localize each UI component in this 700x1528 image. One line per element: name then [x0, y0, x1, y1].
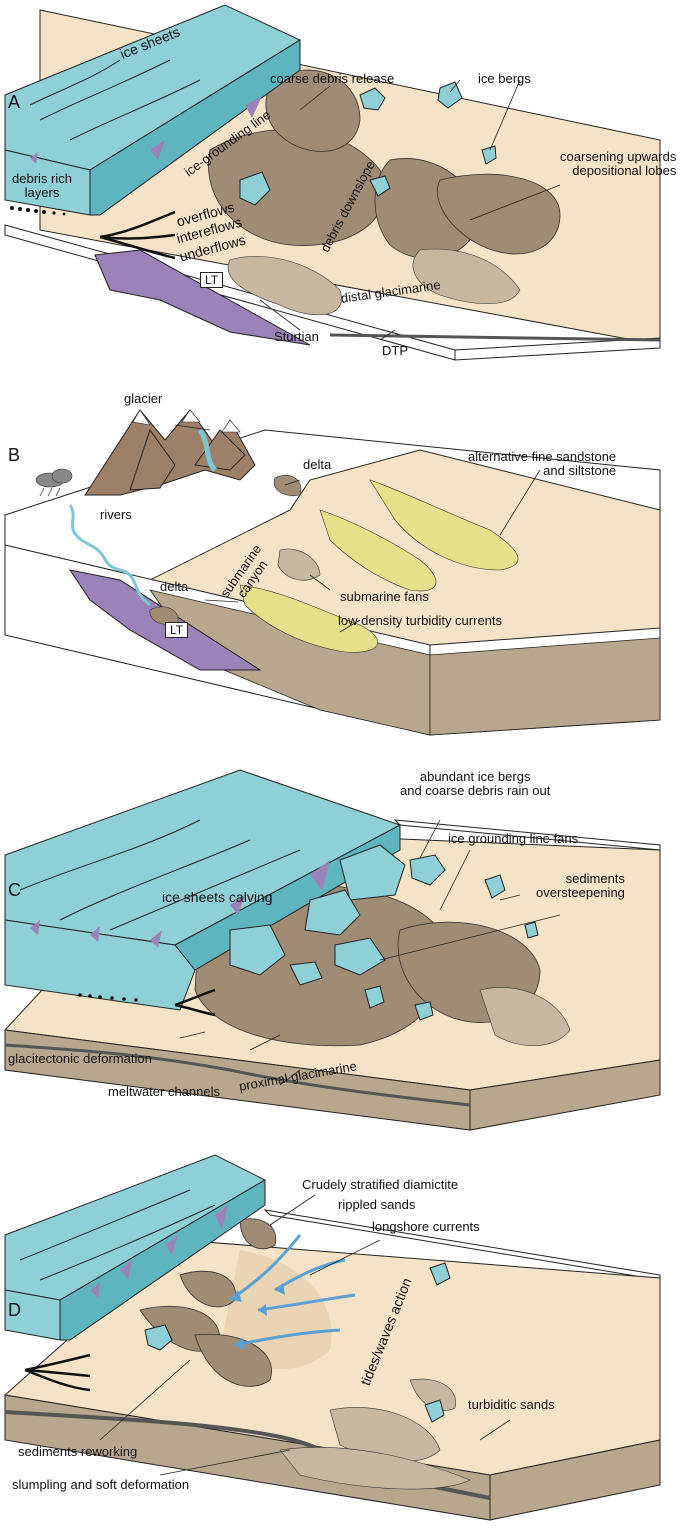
leader-lines-d	[99, 1194, 511, 1476]
panel-c-illustration	[3, 769, 661, 1131]
ice-edge-mark-1	[150, 140, 165, 160]
label-rippled-sands: rippled sands	[338, 1197, 416, 1212]
current-arrow-3	[257, 1293, 356, 1312]
lt-wedge	[94, 249, 311, 346]
flow-arrows	[99, 210, 176, 260]
ice-crevasses-d	[19, 1189, 216, 1281]
ice-edge-mark-2	[245, 96, 262, 118]
box-right-c	[469, 1059, 661, 1131]
debris-rich-dots	[10, 206, 66, 216]
label-glacier: glacier	[124, 391, 163, 406]
diamictite-lobes	[139, 1218, 277, 1387]
ice-sheet-side	[89, 39, 301, 216]
label-ice-bergs: ice bergs	[478, 71, 531, 86]
label-ice-grounding-line-fans: ice grounding line fans	[448, 831, 579, 846]
rippled-sands	[220, 1250, 332, 1369]
label-coarsening-upwards: coarsening upwards depositional lobes	[560, 149, 677, 178]
sediment-body-right	[429, 637, 661, 736]
label-low-density: low density turbidity currents	[338, 613, 503, 628]
leader-lines-b	[174, 424, 541, 633]
rain	[39, 487, 61, 497]
fan-3	[239, 584, 379, 653]
panel-b: B glacier delta alternative fine sandsto…	[0, 370, 700, 750]
label-dtp: DTP	[382, 343, 408, 358]
debris-lobe-4	[437, 173, 561, 255]
box-right-d	[489, 1439, 661, 1521]
label-ice-sheets-calving: ice sheets calving	[162, 889, 273, 905]
label-debris-rich-layers: debris rich layers	[12, 171, 72, 200]
label-submarine-fans: submarine fans	[340, 589, 429, 604]
label-longshore-currents: longshore currents	[372, 1219, 480, 1234]
iceberg-3	[239, 171, 271, 206]
glacier-stream	[197, 428, 217, 472]
leader-lines-c	[179, 819, 561, 1086]
label-turbiditic-sands: turbiditic sands	[468, 1397, 555, 1412]
label-crudely-stratified: Crudely stratified diamictite	[302, 1177, 459, 1192]
debris-dots-c	[78, 993, 138, 1002]
label-sediments-reworking: sediments reworking	[18, 1444, 138, 1459]
box-top-line-c	[393, 819, 661, 851]
fan-2	[319, 509, 437, 592]
current-arrow-4	[234, 1328, 341, 1347]
panel-letter-c: C	[8, 880, 21, 900]
icebergs-c	[229, 844, 539, 1021]
fan-1	[369, 479, 519, 571]
deformation-layer	[4, 1043, 471, 1107]
iceberg-5	[481, 145, 497, 165]
panel-letter-b: B	[8, 445, 21, 465]
icebergs	[239, 81, 497, 206]
debris-lobe-5	[227, 255, 342, 316]
panel-a: A ice sheets coarse debris release ice b…	[0, 0, 700, 370]
label-meltwater-channels: meltwater channels	[108, 1084, 220, 1099]
panel-c: C abundant ice bergs and coarse debris r…	[0, 750, 700, 1150]
panel-d: D Crudely stratified diamictite rippled …	[0, 1150, 700, 1528]
label-lt-a: LT	[200, 272, 224, 288]
label-abundant-ice-bergs: abundant ice bergs and coarse debris rai…	[400, 769, 551, 798]
icebergs-d	[144, 1262, 451, 1423]
label-lt-b: LT	[165, 622, 189, 638]
box-right-face	[454, 337, 661, 361]
debris-lobe-6	[412, 248, 521, 305]
panel-letter-d: D	[8, 1300, 21, 1320]
iceberg-4	[369, 175, 391, 197]
label-delta-top: delta	[303, 457, 332, 472]
label-delta-bottom: delta	[160, 579, 189, 594]
panel-letter-a: A	[8, 92, 21, 112]
label-glacitectonic: glacitectonic deformation	[8, 1051, 152, 1066]
label-rivers: rivers	[100, 507, 132, 522]
cloud	[35, 468, 73, 488]
turbiditic-lobes	[279, 1378, 471, 1490]
label-sediments-oversteepening: sediments oversteepening	[536, 871, 625, 900]
panel-b-illustration	[4, 409, 661, 736]
fan-4	[277, 548, 321, 581]
delta-top	[273, 474, 302, 496]
ice-crevasses	[29, 59, 201, 141]
river-path	[68, 504, 151, 607]
flow-arrows-d	[24, 1353, 91, 1392]
debris-lobe-2	[265, 69, 361, 152]
label-slumpling: slumpling and soft deformation	[12, 1477, 190, 1492]
current-arrowheads	[230, 1283, 285, 1350]
label-sturtian: Sturtian	[274, 329, 319, 344]
panel-a-illustration	[4, 4, 661, 361]
distal-fan	[479, 987, 571, 1046]
ice-edge-mark-3	[30, 152, 38, 164]
flow-arrows-c	[174, 988, 216, 1017]
dtp-layer	[329, 333, 661, 342]
snow-caps	[132, 409, 241, 433]
leader-lines-a	[259, 79, 561, 341]
iceberg-2	[437, 81, 463, 109]
ice-edge-marks-d	[90, 1205, 228, 1298]
panel-d-illustration	[3, 1154, 661, 1521]
label-alternative-fine: alternative fine sandstone and siltstone	[468, 449, 617, 478]
ice-sheet-front-c	[4, 919, 196, 1011]
ice-sheet-side-d	[59, 1179, 266, 1341]
ice-edge-marks-c	[30, 860, 330, 948]
ice-crevasses-c	[19, 819, 301, 931]
label-coarse-debris-release: coarse debris release	[270, 71, 395, 86]
iceberg-1	[359, 87, 386, 111]
